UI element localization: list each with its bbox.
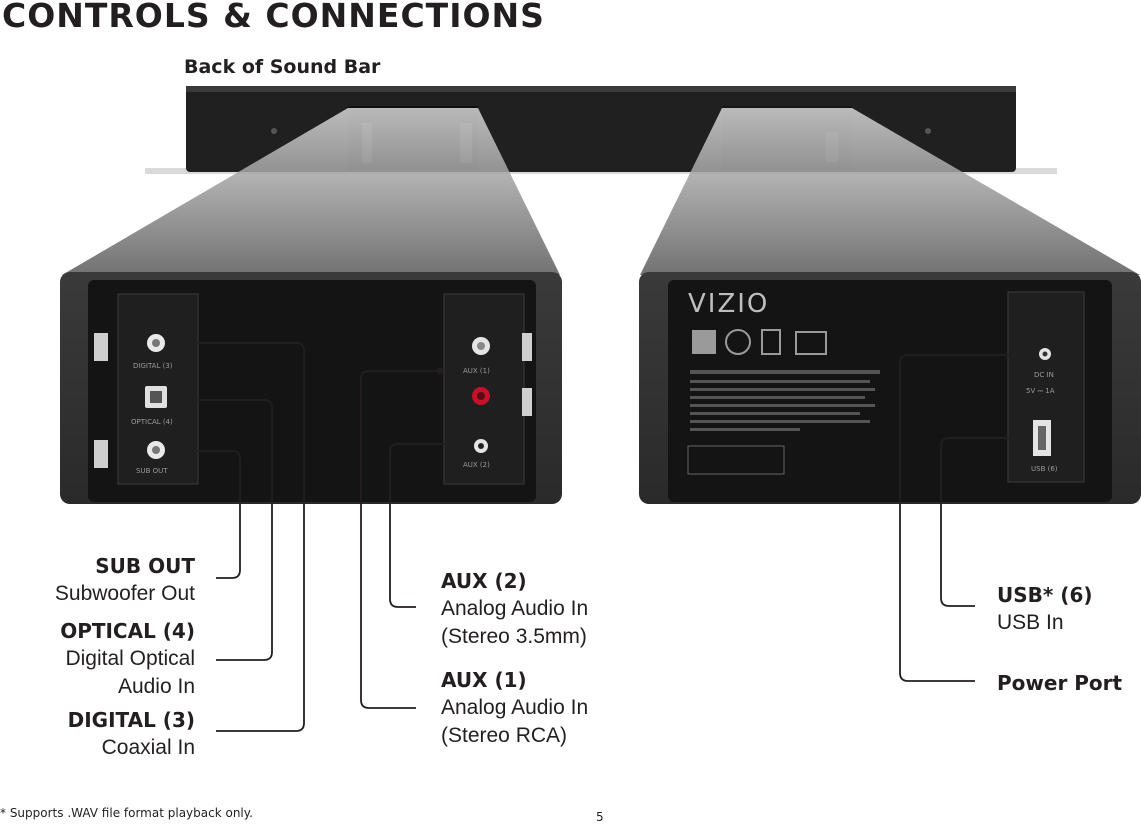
callout-dot <box>172 447 180 455</box>
regulatory-text-line <box>690 412 860 415</box>
callout-power: Power Port <box>997 669 1122 697</box>
leader-line-power <box>899 354 1014 682</box>
regulatory-text-line <box>690 404 875 407</box>
callout-dot <box>172 396 180 404</box>
figure-subtitle: Back of Sound Bar <box>184 56 381 78</box>
callout-dot <box>1010 434 1018 442</box>
callout-dot <box>450 440 458 448</box>
callout-sub-out: SUB OUT Subwoofer Out <box>55 552 195 608</box>
port-label-aux2: AUX (2) <box>463 461 490 469</box>
cert-icon <box>692 330 716 354</box>
regulatory-text-line <box>690 380 870 383</box>
port-label-digital: DIGITAL (3) <box>133 362 173 370</box>
callout-description: Coaxial In <box>101 736 195 759</box>
optical-port-core <box>150 391 162 403</box>
callout-heading: DIGITAL (3) <box>67 708 195 732</box>
regulatory-text-line <box>690 428 800 431</box>
bluetooth-module-box <box>687 445 785 475</box>
callout-description: (Stereo RCA) <box>441 724 568 747</box>
regulatory-text-block <box>690 370 880 374</box>
side-latch <box>522 333 532 361</box>
cert-icon <box>725 329 751 355</box>
callout-heading: OPTICAL (4) <box>60 619 195 643</box>
footnote: * Supports .WAV file format playback onl… <box>0 806 253 820</box>
soundbar-top-edge <box>186 86 1016 92</box>
cert-icon <box>761 329 781 355</box>
cert-icon <box>795 331 827 355</box>
regulatory-text-line <box>690 388 875 391</box>
leader-line-digital <box>176 342 305 732</box>
callout-description: Analog Audio In <box>441 597 589 620</box>
callout-digital: DIGITAL (3) Coaxial In <box>68 706 195 762</box>
usb-port-core <box>1038 426 1046 450</box>
callout-usb: USB* (6) USB In <box>997 581 1093 637</box>
regulatory-text-line <box>690 396 865 399</box>
regulatory-text-line <box>690 420 870 423</box>
aux1-red-core <box>477 392 485 400</box>
page-title: CONTROLS & CONNECTIONS <box>2 0 545 35</box>
dc-in-core <box>1042 351 1048 357</box>
sub-out-jack-core <box>152 446 160 454</box>
callout-description: Digital Optical <box>65 647 195 670</box>
left-panel-face <box>88 280 536 502</box>
callout-aux1: AUX (1) Analog Audio In (Stereo RCA) <box>441 666 588 750</box>
port-label-power-rating: 5V ⎓ 1A <box>1026 387 1055 395</box>
leader-line-aux2 <box>389 443 454 608</box>
side-latch <box>94 333 108 361</box>
screw-left-icon <box>271 128 277 134</box>
port-label-aux1: AUX (1) <box>463 367 490 375</box>
digital-coax-jack-core <box>152 339 160 347</box>
callout-heading: AUX (2) <box>441 569 527 593</box>
callout-heading: SUB OUT <box>95 554 195 578</box>
callout-description: (Stereo 3.5mm) <box>441 625 587 648</box>
port-label-subout: SUB OUT <box>136 467 168 475</box>
projection-right <box>640 108 1140 275</box>
callout-optical: OPTICAL (4) Digital Optical Audio In <box>60 617 195 701</box>
callout-dot <box>172 339 180 347</box>
callout-description: Subwoofer Out <box>54 582 195 605</box>
callout-aux2: AUX (2) Analog Audio In (Stereo 3.5mm) <box>441 567 588 651</box>
callout-heading: AUX (1) <box>441 668 527 692</box>
leader-line-aux1 <box>360 370 440 709</box>
screw-right-icon <box>925 128 931 134</box>
brand-logo: VIZIO <box>688 289 769 319</box>
aux2-core <box>478 443 484 449</box>
leader-line-optical <box>176 399 273 661</box>
callout-heading: Power Port <box>997 671 1123 695</box>
projection-left <box>62 108 560 275</box>
page-number: 5 <box>596 810 604 824</box>
port-label-usb: USB (6) <box>1031 465 1058 473</box>
leader-line-subout <box>176 450 241 579</box>
side-latch <box>522 388 532 416</box>
callout-dot <box>436 367 444 375</box>
callout-description: Analog Audio In <box>441 696 589 719</box>
port-label-dcin: DC IN <box>1034 371 1054 379</box>
port-label-optical: OPTICAL (4) <box>131 418 173 426</box>
aux1-white-core <box>477 342 485 350</box>
callout-description: Audio In <box>117 675 195 698</box>
side-latch <box>94 440 108 468</box>
leader-line-usb <box>940 437 1014 607</box>
callout-heading: USB* (6) <box>997 583 1093 607</box>
callout-description: USB In <box>997 611 1064 634</box>
callout-dot <box>1010 351 1018 359</box>
